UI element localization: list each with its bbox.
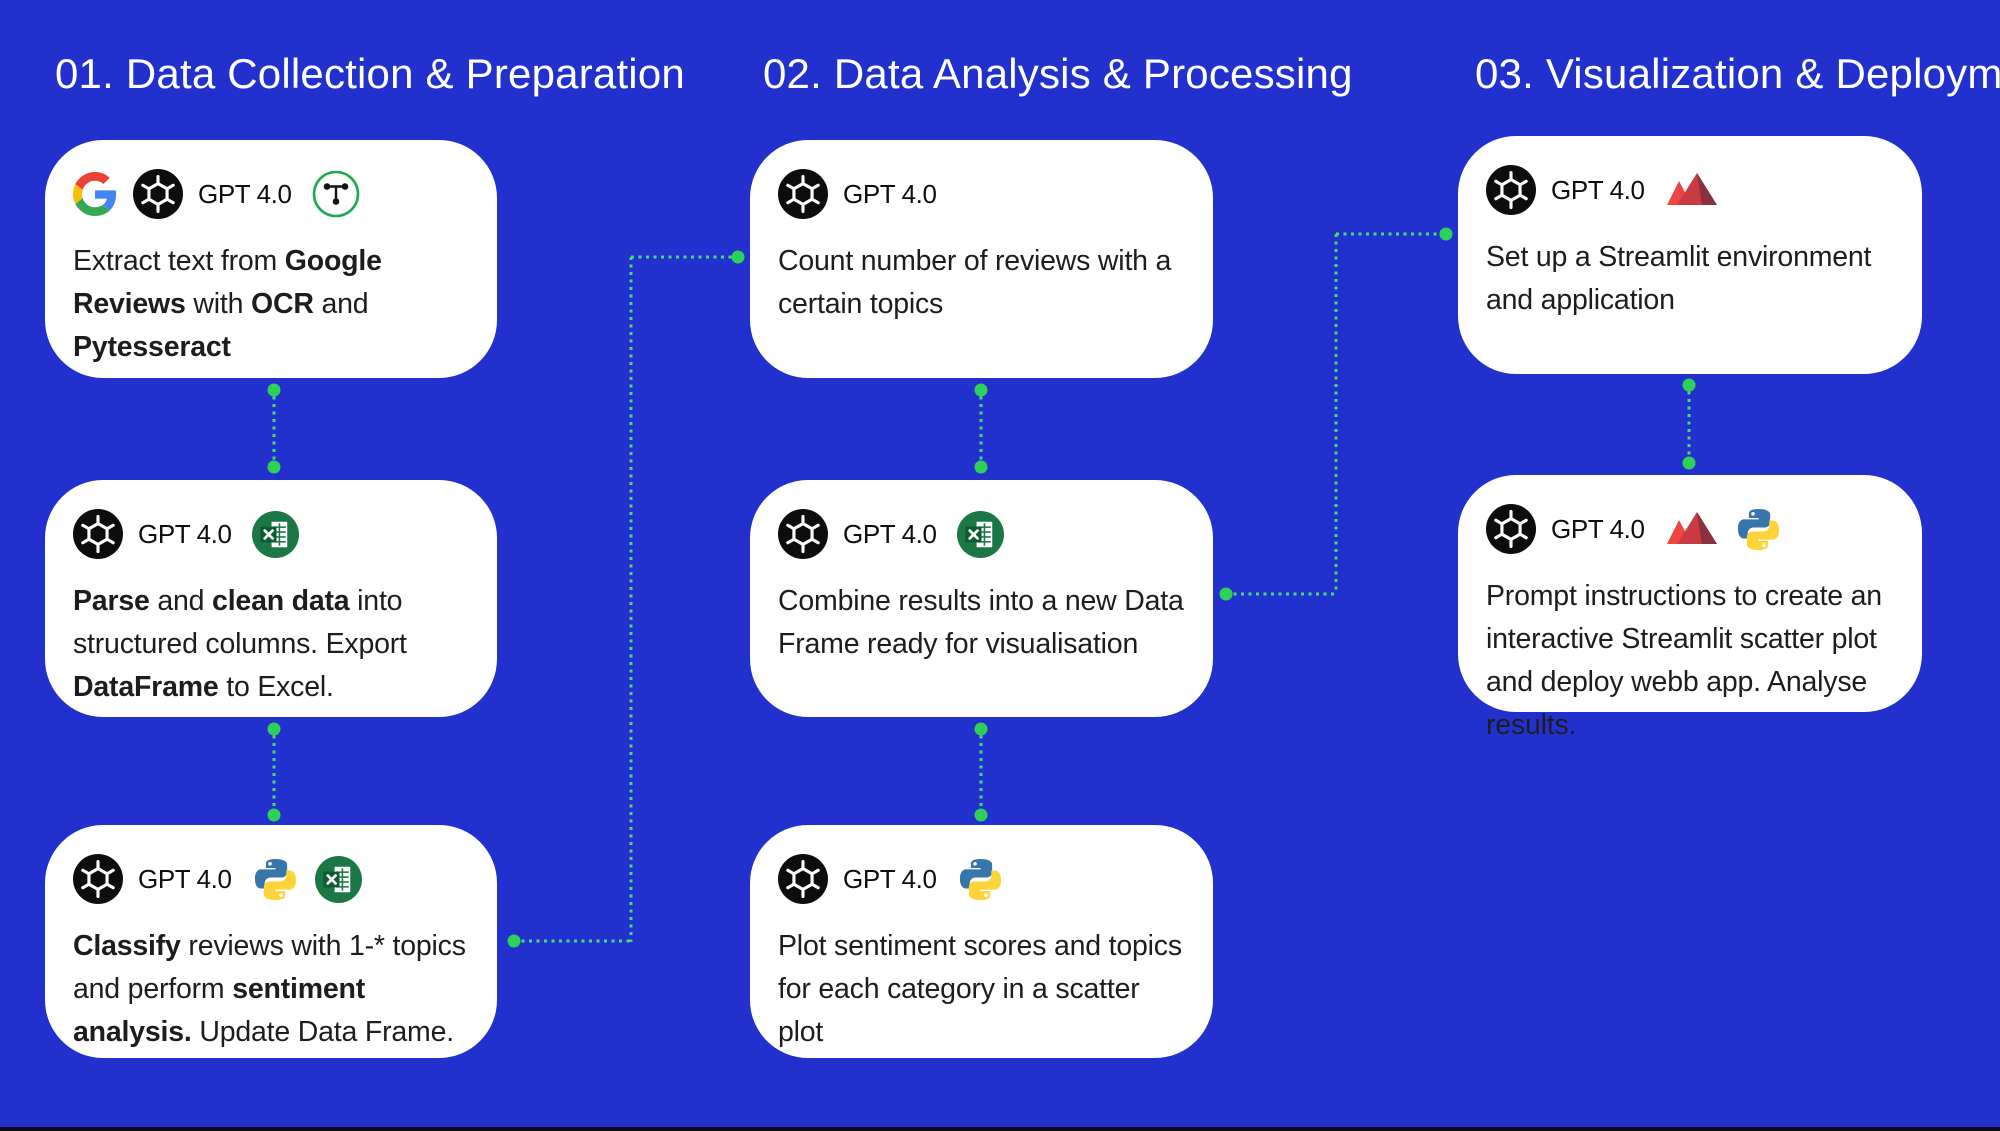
card-icon-row: GPT 4.0 [778, 168, 1187, 220]
openai-icon [73, 854, 123, 904]
excel-icon [315, 856, 362, 903]
model-label: GPT 4.0 [138, 518, 232, 549]
card-icon-row: GPT 4.0 [73, 168, 471, 220]
card-text: Combine results into a new Data Frame re… [778, 585, 1184, 660]
openai-icon [778, 509, 828, 559]
connector-line [629, 257, 633, 942]
python-icon [1735, 506, 1782, 553]
connector-dot [731, 250, 745, 264]
connector-dot [974, 460, 988, 474]
connector-line [1336, 232, 1446, 236]
openai-icon [73, 509, 123, 559]
connector-dot [1219, 587, 1233, 601]
model-label: GPT 4.0 [198, 178, 292, 209]
card-icon-row: GPT 4.0 [73, 853, 471, 905]
card-combine-results: GPT 4.0 Combine results into a new Data … [750, 480, 1213, 717]
card-text: Parse and clean data into structured col… [73, 585, 407, 703]
card-text: Extract text from Google Reviews with OC… [73, 245, 382, 363]
card-streamlit-setup: GPT 4.0 Set up a Streamlit environment a… [1458, 136, 1922, 374]
connector-dot [267, 383, 281, 397]
streamlit-icon [1665, 168, 1719, 212]
openai-icon [1486, 504, 1536, 554]
card-icon-row: GPT 4.0 [73, 508, 471, 560]
card-count-reviews: GPT 4.0 Count number of reviews with a c… [750, 140, 1213, 378]
connector-line [1226, 592, 1337, 596]
openai-icon [778, 169, 828, 219]
connector-dot [974, 383, 988, 397]
connector-line [514, 939, 632, 943]
model-label: GPT 4.0 [843, 178, 937, 209]
model-label: GPT 4.0 [138, 863, 232, 894]
model-label: GPT 4.0 [1551, 513, 1645, 544]
connector-line [979, 389, 983, 468]
text-extract-icon [312, 170, 360, 218]
card-icon-row: GPT 4.0 [778, 853, 1187, 905]
column-title-3: 03. Visualization & Deployment [1475, 50, 2000, 97]
card-classify: GPT 4.0 Classify reviews with 1-* topics… [45, 825, 497, 1058]
connector-dot [267, 722, 281, 736]
excel-icon [957, 511, 1004, 558]
card-text: Set up a Streamlit environment and appli… [1486, 241, 1872, 316]
connector-dot [974, 808, 988, 822]
openai-icon [1486, 165, 1536, 215]
card-parse-clean: GPT 4.0 Parse and clean data into struct… [45, 480, 497, 717]
connector-dot [267, 808, 281, 822]
connector-dot [1682, 456, 1696, 470]
connector-line [272, 389, 276, 468]
connector-dot [1682, 378, 1696, 392]
connector-line [979, 728, 983, 816]
card-text: Classify reviews with 1-* topics and per… [73, 930, 466, 1048]
model-label: GPT 4.0 [843, 863, 937, 894]
connector-line [1687, 384, 1691, 464]
connector-line [1334, 234, 1338, 594]
model-label: GPT 4.0 [843, 518, 937, 549]
connector-dot [507, 934, 521, 948]
connector-dot [974, 722, 988, 736]
column-title-1: 01. Data Collection & Preparation [55, 50, 685, 97]
card-text: Count number of reviews with a certain t… [778, 245, 1172, 320]
python-icon [252, 856, 299, 903]
connector-dot [267, 460, 281, 474]
column-title-2: 02. Data Analysis & Processing [763, 50, 1353, 97]
connector-line [631, 255, 738, 259]
openai-icon [133, 169, 183, 219]
connector-dot [1439, 227, 1453, 241]
card-icon-row: GPT 4.0 [1486, 503, 1896, 555]
openai-icon [778, 854, 828, 904]
excel-icon [252, 511, 299, 558]
card-text: Prompt instructions to create an interac… [1486, 580, 1882, 741]
letterbox-bar [0, 1127, 2000, 1131]
card-icon-row: GPT 4.0 [778, 508, 1187, 560]
card-icon-row: GPT 4.0 [1486, 164, 1896, 216]
card-streamlit-deploy: GPT 4.0 Prompt instructions to create an… [1458, 475, 1922, 741]
google-icon [73, 172, 117, 216]
card-extract-text: GPT 4.0 Extract text from Google Reviews… [45, 140, 497, 378]
card-text: Plot sentiment scores and topics for eac… [778, 930, 1182, 1048]
card-plot-scatter: GPT 4.0 Plot sentiment scores and topics… [750, 825, 1213, 1058]
connector-line [272, 728, 276, 816]
streamlit-icon [1665, 507, 1719, 551]
model-label: GPT 4.0 [1551, 174, 1645, 205]
python-icon [957, 856, 1004, 903]
